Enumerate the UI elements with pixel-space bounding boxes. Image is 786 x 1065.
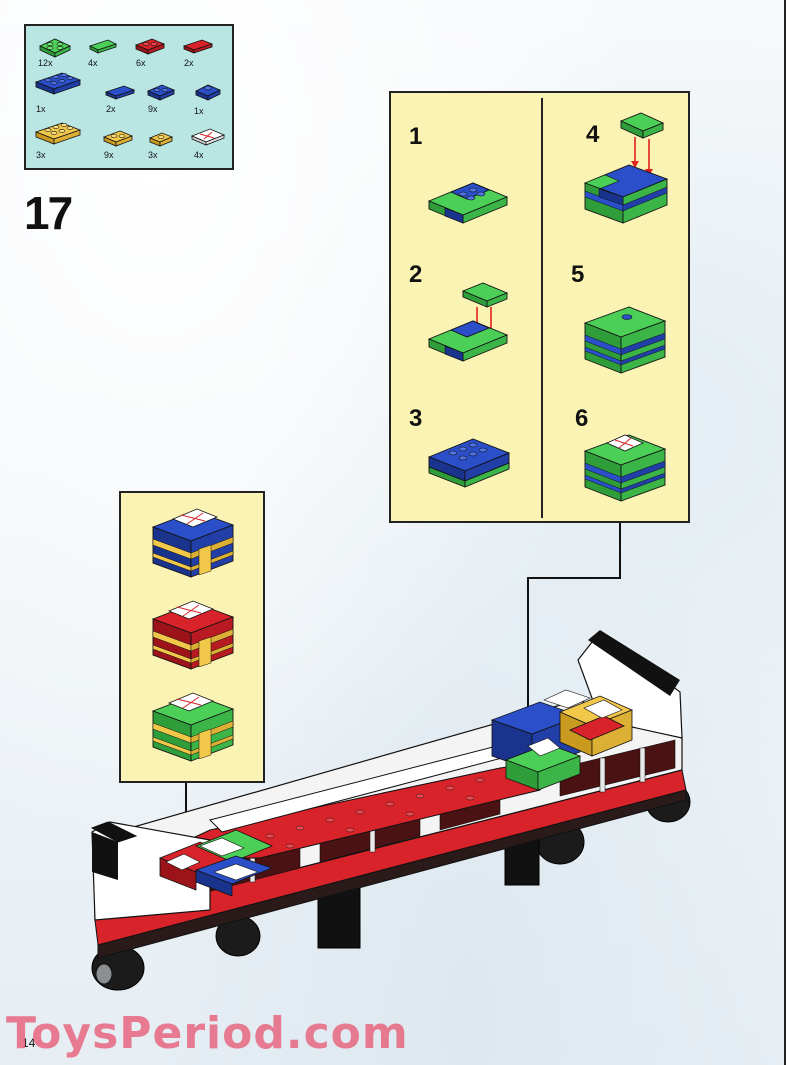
substep-4-illustration <box>583 112 669 224</box>
part-qty: 3x <box>36 150 46 160</box>
part-qty: 4x <box>88 58 98 68</box>
part-qty: 1x <box>36 104 46 114</box>
part-qty: 4x <box>194 150 204 160</box>
part-yellow-plate-1x2-icon <box>102 130 134 147</box>
part-blue-plate-2x4-icon <box>34 72 82 95</box>
part-red-tile-icon <box>182 39 214 54</box>
part-qty: 3x <box>148 150 158 160</box>
part-qty: 6x <box>136 58 146 68</box>
blue-gift-stack-illustration <box>151 508 235 578</box>
part-qty: 2x <box>106 104 116 114</box>
gift-stacks-panel <box>119 491 265 783</box>
part-qty: 9x <box>148 104 158 114</box>
part-blue-plate-1x2-icon <box>146 84 176 101</box>
sub-step-number: 1 <box>409 123 423 150</box>
part-yellow-plate-1x1-icon <box>148 132 174 147</box>
substep-3-illustration <box>427 438 511 488</box>
substep-1-illustration <box>427 182 509 224</box>
sub-step-number: 2 <box>409 261 423 288</box>
parts-list-panel: 12x 4x 6x 2x <box>24 24 234 170</box>
red-gift-stack-illustration <box>151 600 235 670</box>
sub-step-number: 3 <box>409 405 423 432</box>
sub-step-number: 4 <box>586 121 600 148</box>
substep-6-illustration <box>583 434 667 502</box>
green-gift-stack-illustration <box>151 692 235 762</box>
substep-5-illustration <box>583 306 667 374</box>
part-qty: 2x <box>184 58 194 68</box>
sub-step-number: 6 <box>575 405 589 432</box>
part-red-plate-icon <box>134 38 166 55</box>
panel-divider <box>541 98 543 518</box>
step-number: 17 <box>24 187 73 239</box>
part-qty: 9x <box>104 150 114 160</box>
part-yellow-plate-2x4-icon <box>34 122 82 145</box>
watermark: ToysPeriod.com <box>6 1008 409 1059</box>
part-white-printed-tile-icon <box>190 128 226 146</box>
sub-assembly-panel: 1 2 3 4 5 6 <box>389 91 690 523</box>
part-green-tile-icon <box>88 39 118 54</box>
sub-step-number: 5 <box>571 261 585 288</box>
substep-2-illustration <box>427 282 509 362</box>
part-blue-jumper-icon <box>195 84 221 101</box>
page-number: 14 <box>22 1036 36 1050</box>
part-qty: 12x <box>38 58 53 68</box>
part-green-plate-2x2-icon <box>39 38 71 58</box>
part-blue-tile-icon <box>104 85 136 100</box>
part-qty: 1x <box>194 106 204 116</box>
